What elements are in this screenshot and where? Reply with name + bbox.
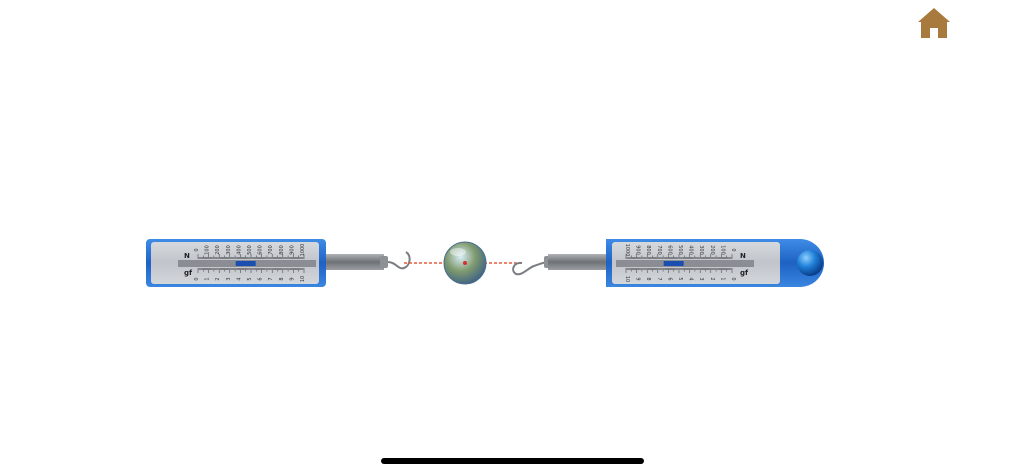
right-scale-label-gf: 5 <box>677 277 683 280</box>
left-scale-label-gf: 2 <box>215 277 221 280</box>
left-scale-label-n: 500 <box>247 245 253 255</box>
left-scale-label-n: 600 <box>258 245 264 255</box>
right-scale-label-gf: 8 <box>645 277 651 280</box>
right-scale-label-n: 800 <box>645 245 651 255</box>
left-scale-label-gf: 4 <box>236 277 242 280</box>
right-scale-label-n: 0 <box>730 248 736 251</box>
left-scale-label-n: 700 <box>268 245 274 255</box>
right-meter-unit-n: N <box>740 252 746 260</box>
right-scale-label-n: 500 <box>677 245 683 255</box>
left-scale-label-n: 100 <box>205 245 211 255</box>
blue-knob-icon[interactable] <box>797 250 823 276</box>
right-scale-label-n: 200 <box>709 245 715 255</box>
ball-center-dot <box>463 261 467 265</box>
right-force-meter[interactable]: 0 0 100 1 200 2 300 3 400 4 500 5 600 6 700 7 800 8 900 9 10… <box>606 239 824 287</box>
left-spring-rod <box>326 254 384 270</box>
left-scale-label-gf: 5 <box>247 277 253 280</box>
left-scale-label-gf: 7 <box>268 277 274 280</box>
left-scale-label-n: 900 <box>289 245 295 255</box>
right-scale-label-gf: 1 <box>719 277 725 280</box>
left-scale-label-gf: 10 <box>300 276 306 282</box>
left-scale-label-gf: 0 <box>194 277 200 280</box>
right-scale-label-n: 900 <box>635 245 641 255</box>
right-scale-label-gf: 4 <box>688 277 694 280</box>
right-meter-unit-gf: gf <box>740 269 749 277</box>
left-scale-label-gf: 3 <box>226 277 232 280</box>
left-scale-label-n: 400 <box>236 245 242 255</box>
right-scale-label-gf: 7 <box>656 277 662 280</box>
right-spring-rod <box>548 254 606 270</box>
home-icon <box>918 8 950 38</box>
left-scale-label-n: 300 <box>226 245 232 255</box>
left-meter-indicator[interactable] <box>235 261 256 266</box>
right-hook <box>512 261 549 276</box>
left-scale-label-n: 1000 <box>300 244 306 257</box>
right-scale-label-n: 100 <box>719 245 725 255</box>
right-scale-label-n: 700 <box>656 245 662 255</box>
left-meter-unit-n: N <box>184 252 190 260</box>
left-scale-label-gf: 6 <box>258 277 264 280</box>
left-force-meter[interactable]: 0 0 100 1 200 2 300 3 400 4 500 5 600 6 700 7 800 8 900 9 10… <box>146 239 326 287</box>
ball-highlight <box>450 248 466 256</box>
right-meter-ticks: 0 0 100 1 200 2 300 3 400 4 500 5 600 6 700 7 800 8 900 9 10… <box>624 244 736 283</box>
right-meter-indicator[interactable] <box>663 261 684 266</box>
left-scale-label-gf: 1 <box>205 277 211 280</box>
right-meter-slot <box>616 260 754 267</box>
left-scale-label-n: 200 <box>215 245 221 255</box>
right-scale-label-gf: 0 <box>730 277 736 280</box>
right-scale-label-n: 400 <box>688 245 694 255</box>
right-scale-label-gf: 2 <box>709 277 715 280</box>
right-scale-label-gf: 6 <box>666 277 672 280</box>
right-scale-label-gf: 3 <box>698 277 704 280</box>
right-scale-label-n: 600 <box>666 245 672 255</box>
home-indicator-bar <box>381 458 644 464</box>
left-scale-label-n: 800 <box>279 245 285 255</box>
left-scale-label-n: 0 <box>194 248 200 251</box>
left-scale-label-gf: 9 <box>289 277 295 280</box>
right-scale-label-gf: 10 <box>624 276 630 282</box>
left-meter-unit-gf: gf <box>184 269 193 277</box>
home-button[interactable] <box>916 6 952 40</box>
right-scale-label-n: 300 <box>698 245 704 255</box>
left-hook <box>387 251 411 270</box>
right-scale-label-n: 1000 <box>624 244 630 257</box>
right-scale-label-gf: 9 <box>635 277 641 280</box>
left-meter-ticks: 0 0 100 1 200 2 300 3 400 4 500 5 600 6 700 7 800 8 900 9 10… <box>194 244 306 283</box>
left-rod-cap <box>380 256 388 268</box>
left-scale-label-gf: 8 <box>279 277 285 280</box>
